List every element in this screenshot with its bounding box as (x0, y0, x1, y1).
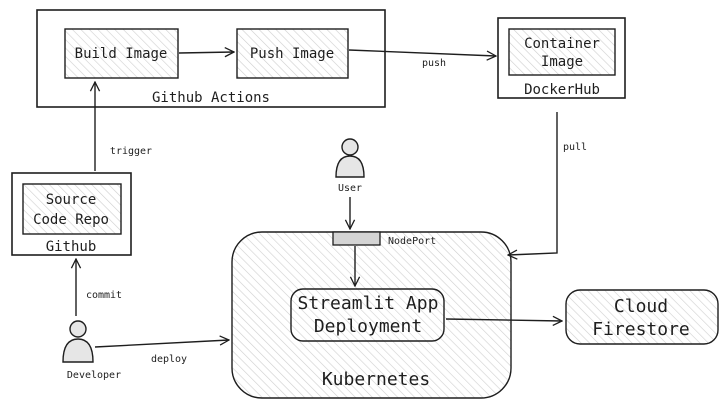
edge-pull: pull (508, 112, 587, 255)
edge-commit: commit (76, 259, 122, 316)
edge-trigger: trigger (95, 82, 152, 171)
kubernetes-label: Kubernetes (322, 369, 430, 390)
nodeport: NodePort (332, 231, 436, 247)
pull-edge-label: pull (563, 142, 587, 153)
streamlit-app-node: Streamlit App Deployment (290, 288, 445, 342)
build-image-label: Build Image (75, 46, 168, 62)
cloud-firestore-label-line1: Cloud (614, 296, 668, 317)
github-container: Source Code Repo Github (11, 172, 132, 256)
github-actions-label: Github Actions (152, 90, 270, 106)
edge-build-to-push (178, 52, 234, 53)
edge-app-to-firestore (445, 319, 562, 321)
dockerhub-container: Container Image DockerHub (497, 17, 626, 99)
push-image-node: Push Image (236, 28, 349, 79)
cloud-firestore-node: Cloud Firestore (565, 289, 719, 345)
commit-edge-label: commit (86, 290, 122, 301)
container-image-label-line2: Image (541, 54, 583, 70)
source-code-repo-label-line1: Source (46, 192, 97, 208)
user-icon: User (335, 138, 365, 194)
developer-label: Developer (67, 370, 121, 381)
container-image-label-line1: Container (524, 36, 600, 52)
build-image-node: Build Image (64, 28, 179, 79)
user-label: User (338, 183, 362, 194)
edge-push: push (348, 49, 496, 69)
edge-deploy: deploy (94, 340, 229, 365)
source-code-repo-label-line2: Code Repo (33, 212, 109, 228)
deploy-edge-label: deploy (151, 354, 187, 365)
push-image-label: Push Image (250, 46, 334, 62)
trigger-edge-label: trigger (110, 146, 152, 157)
streamlit-app-label-line2: Deployment (314, 316, 422, 337)
nodeport-label: NodePort (388, 236, 436, 247)
github-label: Github (46, 239, 97, 255)
push-edge-label: push (422, 58, 446, 69)
developer-icon: Developer (62, 320, 121, 381)
dockerhub-label: DockerHub (524, 82, 600, 98)
cloud-firestore-label-line2: Firestore (592, 319, 690, 340)
streamlit-app-label-line1: Streamlit App (298, 293, 439, 314)
